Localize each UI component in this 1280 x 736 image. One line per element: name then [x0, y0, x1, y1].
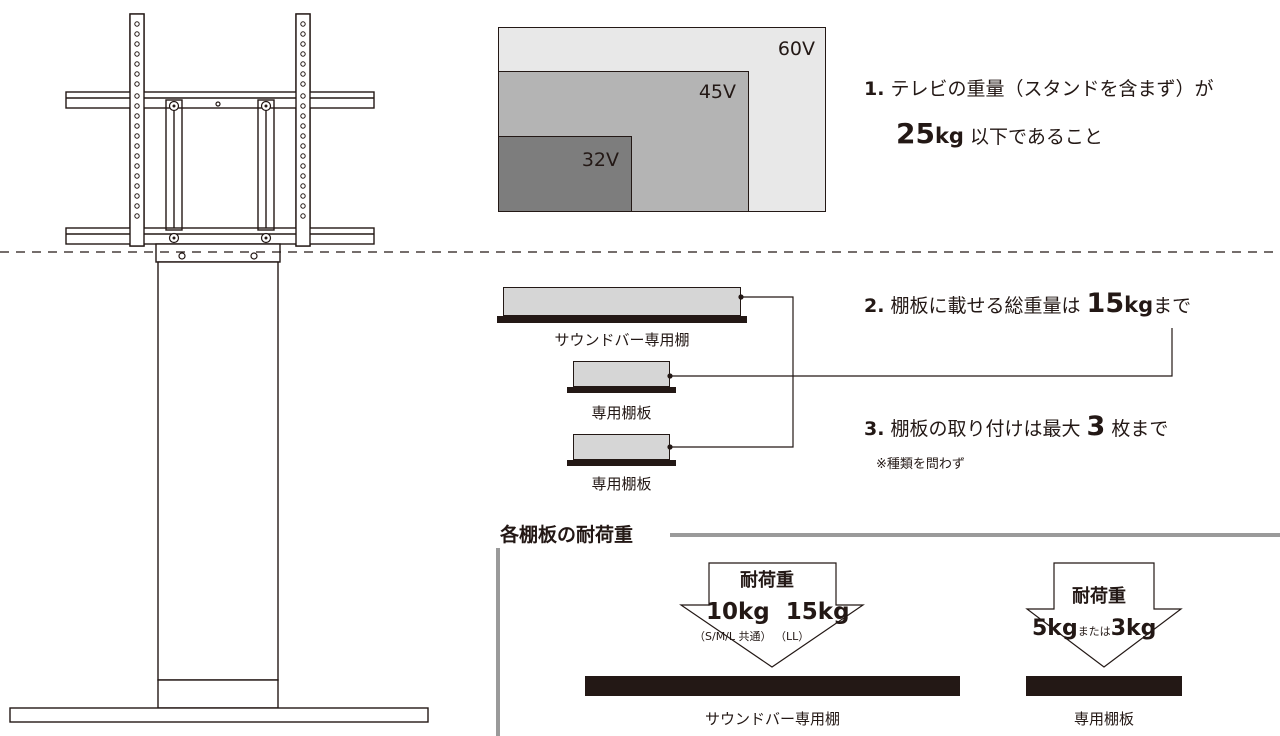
shelf-load-value-2: 3kg	[1110, 616, 1157, 641]
soundbar-load-subs: （S/M/L 共通） （LL）	[694, 631, 809, 642]
tv-size-32v-label: 32V	[581, 149, 619, 171]
condition-2-unit: kg	[1124, 293, 1154, 317]
shelf-load-value-1: 5kg	[1032, 616, 1078, 641]
condition-1-value: 25	[896, 117, 935, 150]
shelf-board-2	[573, 434, 670, 460]
shelf-caption-2: 専用棚板	[591, 475, 652, 493]
condition-3-rest: 枚まで	[1105, 418, 1169, 440]
condition-3-number: 3.	[864, 418, 885, 440]
soundbar-load-label: 耐荷重	[740, 570, 794, 591]
condition-3: 3. 棚板の取り付けは最大 3 枚まで	[864, 413, 1168, 440]
condition-1-number: 1.	[864, 78, 885, 100]
soundbar-load-values: 10kg 15kg	[706, 601, 850, 624]
condition-3-note: ※種類を問わず	[876, 457, 965, 472]
soundbar-load-value-1: 10kg	[706, 599, 770, 625]
shelf-bar-caption: 専用棚板	[1073, 710, 1134, 728]
condition-2: 2. 棚板に載せる総重量は 15kgまで	[864, 290, 1191, 317]
shelf-load-values: 5kgまたは3kg	[1032, 618, 1156, 640]
soundbar-bar	[585, 676, 960, 696]
condition-1: 1. テレビの重量（スタンドを含まず）が	[864, 80, 1214, 99]
soundbar-load-sub-1: （S/M/L 共通）	[694, 630, 772, 643]
shelf-load-label: 耐荷重	[1072, 586, 1126, 607]
shelf-board-1	[573, 361, 670, 387]
tv-stand-illustration	[9, 13, 429, 723]
condition-2-rest: まで	[1153, 295, 1192, 317]
soundbar-shelf-caption: サウンドバー専用棚	[554, 331, 690, 349]
soundbar-load-value-2: 15kg	[785, 599, 850, 625]
shelf-bar	[1026, 676, 1182, 696]
shelf-load-or: または	[1077, 625, 1111, 638]
condition-1-unit: kg	[934, 124, 964, 148]
soundbar-shelf-board	[503, 287, 741, 316]
tv-size-60v-label: 60V	[777, 38, 815, 60]
condition-3-text: 棚板の取り付けは最大	[890, 418, 1087, 440]
soundbar-load-sub-2: （LL）	[775, 630, 810, 643]
condition-3-value: 3	[1086, 411, 1106, 442]
condition-2-number: 2.	[864, 295, 885, 317]
tv-size-32v: 32V	[498, 136, 632, 212]
dashed-divider	[0, 251, 1280, 253]
shelf-base-2	[567, 460, 676, 466]
condition-1-rest: 以下であること	[963, 126, 1103, 148]
condition-2-text: 棚板に載せる総重量は	[890, 295, 1087, 317]
condition-2-value: 15	[1086, 288, 1125, 319]
soundbar-shelf-base	[497, 316, 747, 323]
load-section-title: 各棚板の耐荷重	[500, 524, 634, 546]
condition-1-limit: 25kg 以下であること	[896, 120, 1103, 148]
tv-size-45v-label: 45V	[698, 81, 736, 103]
shelf-caption-1: 専用棚板	[591, 404, 652, 422]
soundbar-bar-caption: サウンドバー専用棚	[704, 710, 840, 728]
shelf-base-1	[567, 387, 676, 393]
condition-1-line1: テレビの重量（スタンドを含まず）が	[890, 78, 1214, 100]
